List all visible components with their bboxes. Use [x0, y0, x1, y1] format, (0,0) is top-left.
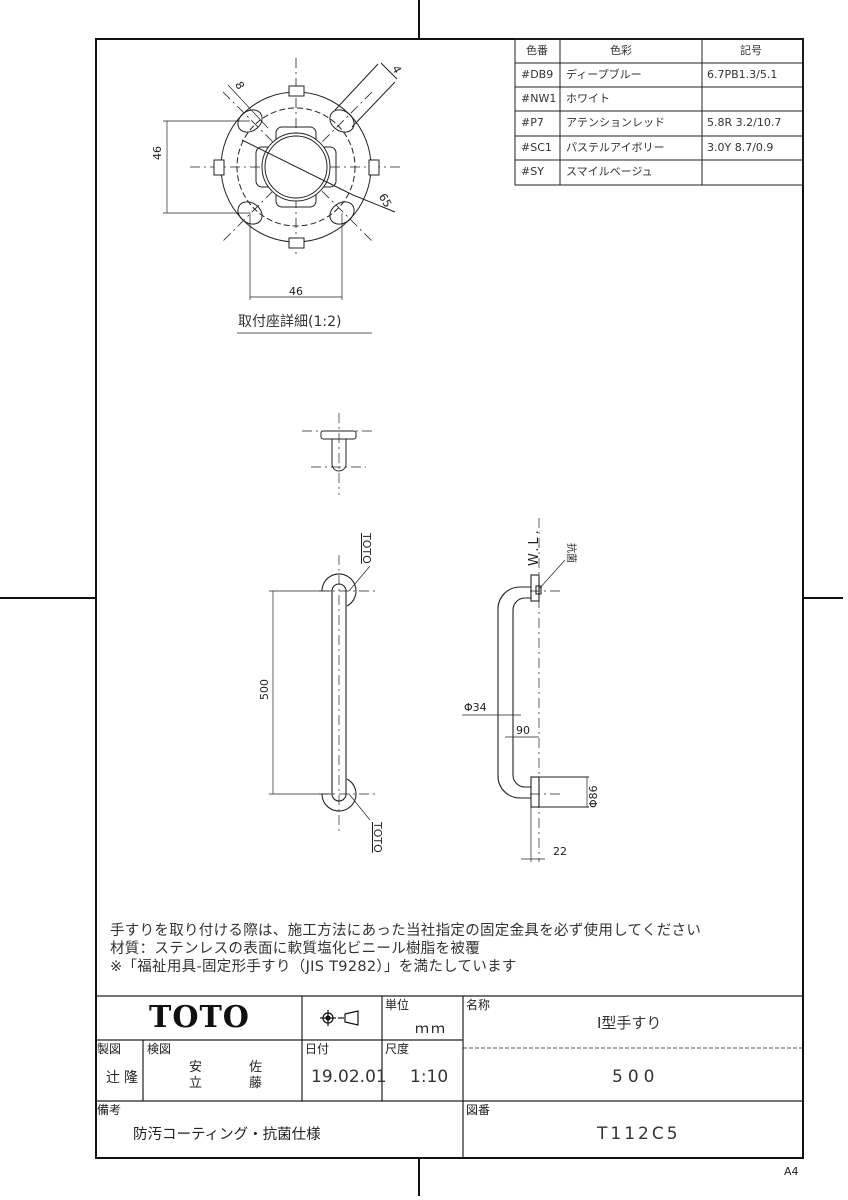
name-label: 名称 [466, 998, 491, 1012]
date-label: 日付 [305, 1042, 330, 1056]
side-view [462, 518, 589, 862]
remarks-value: 防汚コーティング・抗菌仕様 [133, 1127, 321, 1143]
checker-name-2: 立 [189, 1076, 203, 1091]
color-name: ホワイト [566, 92, 610, 105]
date-value: 19.02.01 [311, 1067, 387, 1087]
scale-label: 尺度 [385, 1042, 410, 1056]
product-size: 500 [612, 1067, 660, 1087]
product-name: Ⅰ型手すり [597, 1014, 662, 1032]
unit-label: 単位 [385, 998, 410, 1012]
projection-symbol-icon [320, 1010, 359, 1026]
front-view [269, 555, 376, 832]
checker-name-3: 佐 [249, 1060, 263, 1075]
dim-46-vertical: 46 [151, 146, 164, 160]
color-code: #SY [521, 165, 544, 178]
end-cap-view [302, 413, 376, 495]
color-code: #SC1 [521, 141, 552, 154]
wall-line-label: W.L. [527, 527, 542, 566]
col-header-code: 色番 [526, 44, 548, 57]
remarks-label: 備考 [97, 1103, 122, 1117]
toto-mark-label-bottom: TOTO [371, 822, 384, 853]
color-code: #DB9 [521, 68, 554, 81]
dim-base-depth-22: 22 [553, 845, 567, 858]
unit-value: ｍｍ [415, 1021, 447, 1037]
drawing-number-label: 図番 [466, 1103, 491, 1117]
color-symbol: 3.0Y 8.7/0.9 [707, 141, 774, 154]
color-code: #NW1 [521, 92, 557, 105]
toto-mark-label-top: TOTO [360, 533, 373, 564]
note-line: ※「福祉用具-固定形手すり（JIS T9282）」を満たしています [110, 959, 517, 975]
dim-length-500: 500 [258, 679, 271, 700]
drafter-label: 製図 [97, 1042, 122, 1056]
col-header-color: 色彩 [610, 44, 632, 57]
drafter-approval: 隆 [124, 1070, 138, 1086]
color-symbol: 6.7PB1.3/5.1 [707, 68, 778, 81]
note-line: 手すりを取り付ける際は、施工方法にあった当社指定の固定金具を必ず使用してください [110, 923, 702, 939]
toto-logo: TOTO [149, 1000, 250, 1035]
color-symbol: 5.8R 3.2/10.7 [707, 116, 782, 129]
checker-name-1: 安 [189, 1060, 203, 1075]
drawing-frame [95, 38, 804, 1159]
dim-base-diameter: Φ86 [587, 785, 600, 808]
paper-size: A4 [784, 1165, 799, 1178]
title-block-grid [96, 995, 803, 1158]
dim-46-horizontal: 46 [289, 285, 303, 298]
mounting-plate-detail [163, 58, 404, 334]
scale-value: 1:10 [410, 1067, 449, 1087]
checker-label: 検図 [147, 1042, 172, 1056]
dim-pipe-diameter: Φ34 [464, 701, 487, 714]
dim-projection-90: 90 [516, 724, 530, 737]
col-header-symbol: 記号 [740, 44, 762, 57]
checker-name-4: 藤 [249, 1076, 263, 1091]
detail-view-title: 取付座詳細(1:2) [238, 314, 342, 330]
drafter-name: 辻 [106, 1070, 120, 1086]
color-name: ディープブルー [566, 68, 642, 81]
note-line: 材質：ステンレスの表面に軟質塩化ビニール樹脂を被覆 [110, 941, 480, 957]
color-name: アテンションレッド [566, 116, 665, 129]
antibacterial-label: 抗菌 [565, 543, 576, 563]
color-code: #P7 [521, 116, 544, 129]
color-table-grid [514, 38, 804, 186]
color-name: スマイルベージュ [566, 165, 653, 178]
drawing-number: T112C5 [597, 1124, 681, 1144]
color-name: パステルアイボリー [566, 141, 665, 154]
